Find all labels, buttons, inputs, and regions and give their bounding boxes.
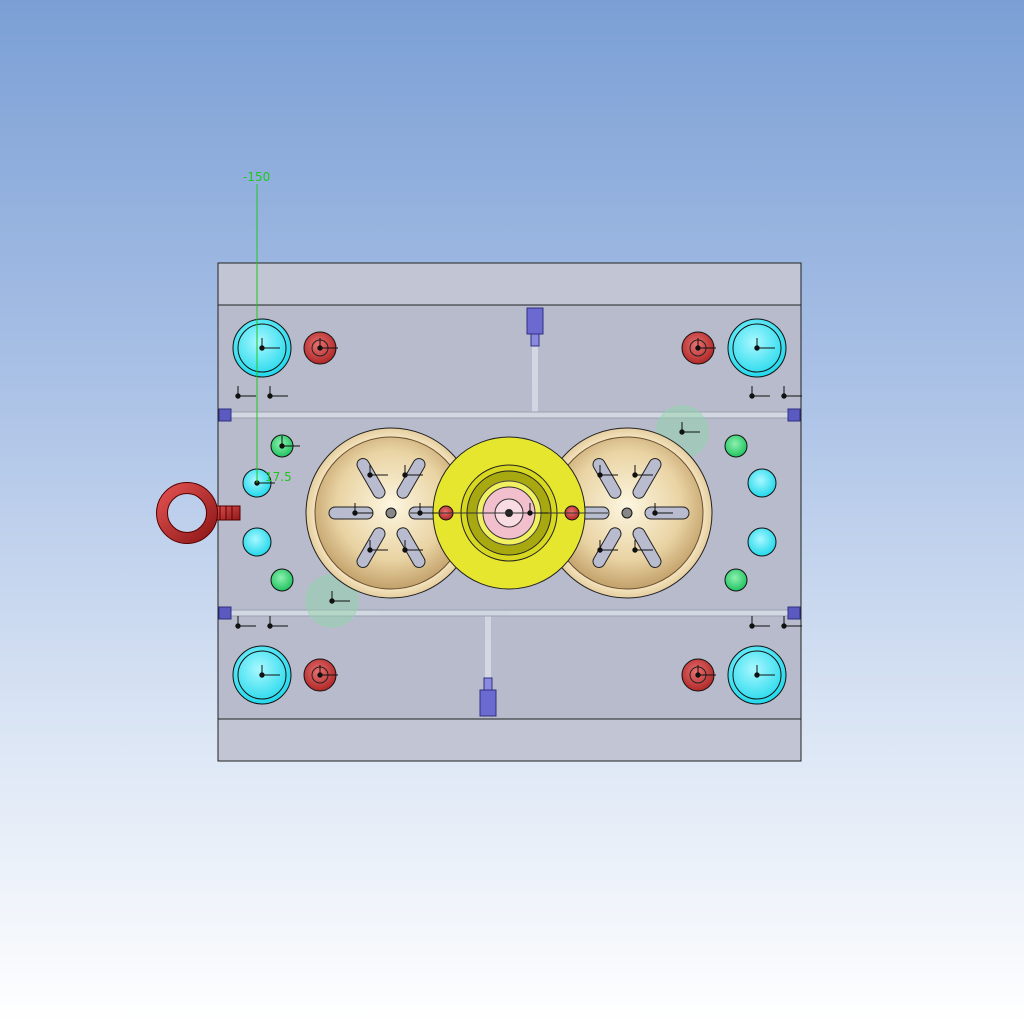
marker-dot (352, 510, 358, 516)
marker-dot (749, 623, 755, 629)
cooling-plug-icon[interactable] (526, 307, 544, 347)
cooling-plug-icon[interactable] (787, 606, 801, 620)
ejector-pin-icon[interactable] (724, 568, 748, 592)
marker-dot (279, 443, 285, 449)
ejector-pin-icon[interactable] (724, 434, 748, 458)
marker-dot (259, 345, 265, 351)
marker-dot (695, 345, 701, 351)
marker-dot (652, 510, 658, 516)
cooling-plug-icon[interactable] (218, 408, 232, 422)
marker-dot (632, 472, 638, 478)
support-pin-icon[interactable] (747, 527, 777, 557)
support-pin-icon[interactable] (747, 468, 777, 498)
marker-dot (402, 547, 408, 553)
dimension-label-horizontal[interactable]: -150 (243, 170, 270, 184)
marker-dot (749, 393, 755, 399)
marker-dot (527, 510, 533, 516)
marker-dot (317, 345, 323, 351)
marker-dot (695, 672, 701, 678)
marker-dot (754, 672, 760, 678)
marker-dot (367, 547, 373, 553)
cavity-slot (592, 527, 622, 568)
dimension-label-vertical[interactable]: 17.5 (265, 470, 292, 484)
cooling-plug-icon[interactable] (218, 606, 232, 620)
cavity-insert-icon[interactable] (541, 427, 713, 599)
eye-bolt-icon[interactable] (156, 482, 241, 544)
marker-dot (235, 393, 241, 399)
marker-dot (679, 429, 685, 435)
marker-dot (367, 472, 373, 478)
marker-dot (259, 672, 265, 678)
top-clamp-strip (217, 262, 802, 306)
marker-dot (754, 345, 760, 351)
cooling-plug-icon[interactable] (787, 408, 801, 422)
marker-dot (267, 393, 273, 399)
marker-dot (267, 623, 273, 629)
cavity-insert-icon[interactable] (305, 427, 477, 599)
cooling-plug-icon[interactable] (479, 677, 497, 717)
marker-dot (781, 623, 787, 629)
marker-dot (597, 472, 603, 478)
cavity-slot (632, 527, 662, 568)
marker-dot (632, 547, 638, 553)
bottom-clamp-strip (217, 718, 802, 762)
marker-dot (235, 623, 241, 629)
ejector-pin-icon[interactable] (270, 568, 294, 592)
marker-dot (402, 472, 408, 478)
marker-dot (329, 598, 335, 604)
marker-dot (317, 672, 323, 678)
marker-dot (417, 510, 423, 516)
marker-dot (781, 393, 787, 399)
support-pin-icon[interactable] (242, 527, 272, 557)
marker-dot (597, 547, 603, 553)
